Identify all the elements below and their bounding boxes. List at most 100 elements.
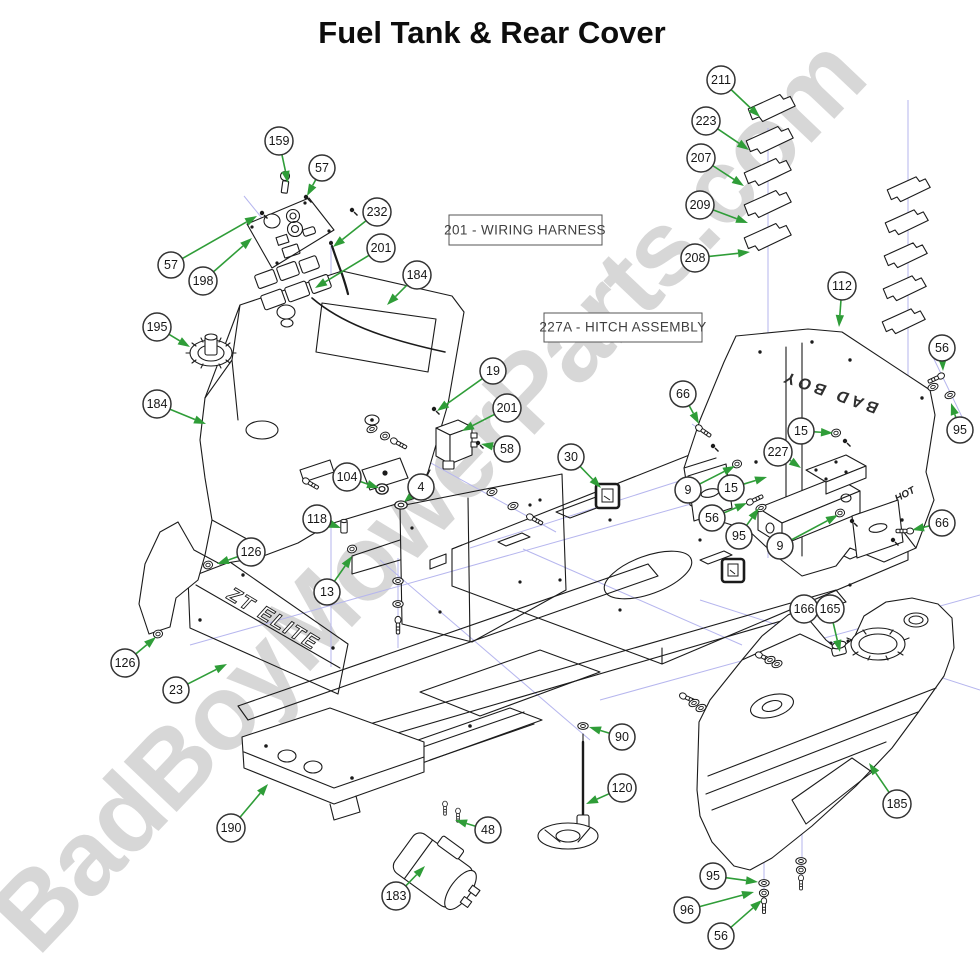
callout-circle [928,334,956,362]
arrowhead [240,238,252,250]
callout-number: 118 [307,512,327,526]
callout-48: 48 [455,816,502,844]
callout-number: 112 [832,279,852,293]
arrowhead [217,556,230,564]
callout-90: 90 [589,723,636,751]
callout-number: 209 [690,198,711,212]
callout-circle [362,197,392,227]
canister-drawing [392,832,481,911]
callout-95: 95 [946,403,974,444]
callout-number: 4 [418,480,425,494]
callout-number: 56 [714,929,728,943]
callout-9: 9 [766,515,838,560]
leader-line [333,565,346,582]
callout-184: 184 [142,389,206,424]
callout-circle [946,416,974,444]
arrowhead [912,523,925,532]
callout-circle [669,380,697,408]
callout-circle [302,504,332,534]
control-panel-drawing [246,197,335,269]
callout-58: 58 [481,435,521,463]
leader-line [466,822,476,827]
callout-circle [707,922,735,950]
leader-line [725,876,747,882]
arrowhead [413,866,425,878]
callout-circle [674,476,702,504]
callout-circle [474,816,502,844]
callout-185: 185 [869,763,912,819]
arrowhead [722,466,735,476]
callout-number: 95 [953,423,967,437]
arrowhead [869,763,880,776]
callout-circle [402,260,432,290]
callout-183: 183 [381,866,425,911]
callout-circle [699,862,727,890]
callout-number: 96 [680,903,694,917]
leader-line [832,622,839,641]
arrowhead [745,876,758,885]
arrowhead [938,358,947,371]
leader-line [712,164,735,181]
callout-layer: 2112232072092081595723220118457198195184… [110,65,974,950]
callout-208: 208 [680,243,750,273]
leader-line [446,377,483,405]
callout-15: 15 [717,474,767,502]
arrowhead [177,337,190,347]
callout-number: 184 [147,397,168,411]
callout-165: 165 [815,594,845,652]
wiring-harness-label: 201 - WIRING HARNESS [444,214,605,246]
callout-number: 190 [221,821,242,835]
callout-number: 66 [676,387,690,401]
callout-number: 126 [115,656,136,670]
leader-line [239,792,261,818]
callout-circle [142,312,172,342]
leader-line [324,254,370,283]
callout-66: 66 [912,509,956,537]
arrowhead [825,515,838,525]
callout-number: 166 [794,602,815,616]
arrowhead [741,891,754,900]
harness-connectors-drawing [254,241,446,353]
callout-circle [691,106,721,136]
callout-number: 56 [705,511,719,525]
leader-line [394,284,408,298]
leader-line [472,413,495,427]
arrowhead [387,293,399,305]
arrowhead [586,795,599,804]
callout-13: 13 [313,556,352,606]
callout-56: 56 [707,900,762,950]
front-hitch-plate-drawing [241,707,425,821]
leader-line [688,405,695,414]
arrowhead [950,403,959,416]
callout-circle [236,537,266,567]
arrowhead [748,105,760,117]
callout-number: 159 [269,134,290,148]
leader-line [708,252,739,258]
callout-number: 198 [193,274,214,288]
leader-line [923,525,930,529]
leader-line [405,874,418,887]
arrowhead [481,442,494,451]
callout-number: 211 [711,73,731,87]
leader-line [717,128,740,144]
leader-line [875,772,890,793]
leader-line [169,408,196,421]
callout-66: 66 [669,380,699,424]
callout-circle [827,271,857,301]
callout-number: 223 [696,114,717,128]
callout-159: 159 [264,126,294,183]
callout-207: 207 [686,143,744,186]
arrowhead [833,639,842,652]
arrowhead [750,900,762,912]
arrowhead [144,637,156,648]
callout-circle [557,443,585,471]
callout-211: 211 [706,65,760,117]
arrowhead [589,726,602,735]
callout-201: 201 [315,233,396,288]
callout-126: 126 [217,537,266,567]
callout-number: 48 [481,823,495,837]
arrowhead [820,428,833,437]
callout-95: 95 [725,508,759,550]
callout-56: 56 [698,503,747,532]
